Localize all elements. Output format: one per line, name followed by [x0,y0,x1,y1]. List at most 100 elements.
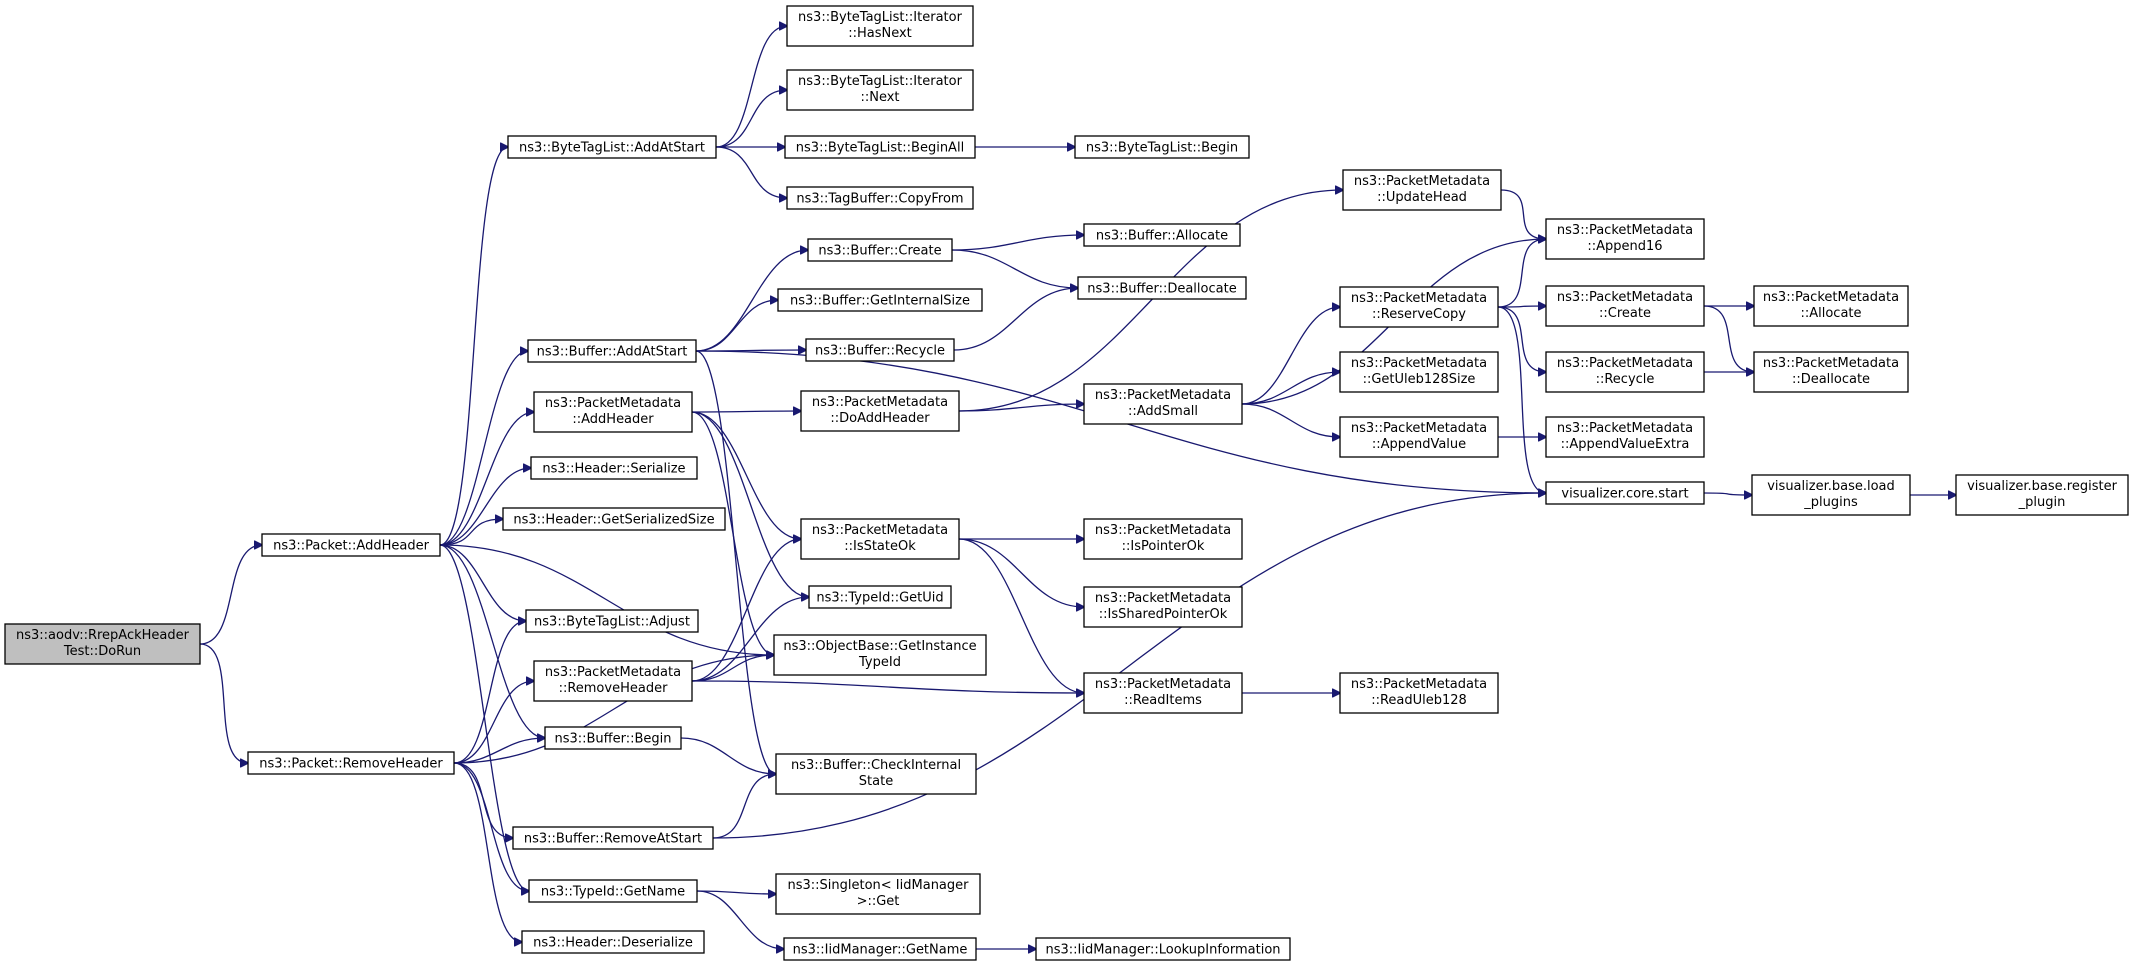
node-buf-allocate[interactable]: ns3::Buffer::Allocate [1083,223,1241,247]
node-label: State [859,774,893,789]
node-label: ns3::TypeId::GetUid [816,591,943,606]
node-label: ::HasNext [848,26,912,41]
edge-pm-doaddheader-to-pm-updatehead [958,190,1343,412]
node-box [512,826,714,850]
node-btl-adjust[interactable]: ns3::ByteTagList::Adjust [525,609,699,633]
node-btli-next[interactable]: ns3::ByteTagList::Iterator::Next [786,69,974,111]
node-pm-doaddheader[interactable]: ns3::PacketMetadata::DoAddHeader [800,390,960,432]
node-label: ns3::PacketMetadata [1763,290,1899,305]
node-label: ns3::PacketMetadata [1351,677,1487,692]
node-buf-begin[interactable]: ns3::Buffer::Begin [544,726,682,750]
node-hdr-serialize[interactable]: ns3::Header::Serialize [530,456,698,480]
node-label: ns3::Header::Deserialize [533,936,693,951]
node-label: ns3::Singleton< IidManager [787,878,969,893]
node-pm-isstateok[interactable]: ns3::PacketMetadata::IsStateOk [800,518,960,560]
node-label: ::UpdateHead [1377,190,1467,205]
node-label: ::ReserveCopy [1372,307,1466,322]
edge-addheader-to-hdr-serialize [439,468,531,546]
node-box [808,585,952,609]
node-box [1083,586,1243,628]
node-pm-ispointerok[interactable]: ns3::PacketMetadata::IsPointerOk [1083,518,1243,560]
node-box [533,391,693,433]
node-label: ::Recycle [1596,372,1655,387]
edge-removeheader-to-typeid-getname [453,762,529,891]
node-tagbuf-copyfrom[interactable]: ns3::TagBuffer::CopyFrom [786,186,974,210]
node-buf-deallocate[interactable]: ns3::Buffer::Deallocate [1077,276,1247,300]
node-label: ns3::Buffer::Deallocate [1087,282,1236,297]
node-label: visualizer.core.start [1561,487,1688,502]
node-buf-addatstart[interactable]: ns3::Buffer::AddAtStart [527,339,697,363]
node-label: ns3::Buffer::Recycle [815,344,945,359]
node-label: ns3::PacketMetadata [812,395,948,410]
node-pm-updatehead[interactable]: ns3::PacketMetadata::UpdateHead [1342,169,1502,211]
edge-pm-addheader-to-typeid-getuid [691,411,809,597]
edge-buf-create-to-buf-allocate [951,235,1084,251]
node-pm-reservecopy[interactable]: ns3::PacketMetadata::ReserveCopy [1339,286,1499,328]
node-label: ns3::PacketMetadata [1351,291,1487,306]
node-label: ns3::Buffer::Create [818,244,941,259]
node-label: ns3::PacketMetadata [545,665,681,680]
node-buf-create[interactable]: ns3::Buffer::Create [807,238,953,262]
node-typeid-getuid[interactable]: ns3::TypeId::GetUid [808,585,952,609]
node-pm-issharedpointerok[interactable]: ns3::PacketMetadata::IsSharedPointerOk [1083,586,1243,628]
edge-addheader-to-ob-getinstancetypeid [439,544,774,655]
node-box [1545,351,1705,393]
node-addheader[interactable]: ns3::Packet::AddHeader [261,533,441,557]
node-btl-addatstart[interactable]: ns3::ByteTagList::AddAtStart [507,135,717,159]
node-viz-base-register-plugin[interactable]: visualizer.base.register_plugin [1955,474,2129,516]
node-btl-begin[interactable]: ns3::ByteTagList::Begin [1074,135,1250,159]
node-box [1545,218,1705,260]
edge-pm-reservecopy-to-pm-append16 [1497,239,1546,308]
node-hdr-getsersize[interactable]: ns3::Header::GetSerializedSize [502,507,726,531]
node-viz-base-load-plugins[interactable]: visualizer.base.load_plugins [1751,474,1911,516]
node-buf-getinternalsize[interactable]: ns3::Buffer::GetInternalSize [777,288,983,312]
node-box [807,238,953,262]
node-pm-appendvalue[interactable]: ns3::PacketMetadata::AppendValue [1339,416,1499,458]
node-btl-beginall[interactable]: ns3::ByteTagList::BeginAll [784,135,976,159]
edge-removeheader-to-pm-removeheader [453,681,534,764]
node-buf-removeatstart[interactable]: ns3::Buffer::RemoveAtStart [512,826,714,850]
node-pm-appendvalueextra[interactable]: ns3::PacketMetadata::AppendValueExtra [1545,416,1705,458]
node-btli-hasnext[interactable]: ns3::ByteTagList::Iterator::HasNext [786,5,974,47]
node-pm-allocate[interactable]: ns3::PacketMetadata::Allocate [1753,285,1909,327]
node-singleton-get[interactable]: ns3::Singleton< IidManager >::Get [775,873,981,915]
node-box [1545,416,1705,458]
node-viz-core-start[interactable]: visualizer.core.start [1545,481,1705,505]
edge-btl-addatstart-to-tagbuf-copyfrom [715,146,787,198]
node-pm-readitems[interactable]: ns3::PacketMetadata::ReadItems [1083,672,1243,714]
edge-pm-addsmall-to-pm-reservecopy [1241,307,1340,405]
node-iid-getname[interactable]: ns3::IidManager::GetName [783,937,977,961]
node-removeheader[interactable]: ns3::Packet::RemoveHeader [247,751,455,775]
node-pm-addheader[interactable]: ns3::PacketMetadata::AddHeader [533,391,693,433]
node-label: ns3::Buffer::AddAtStart [537,345,688,360]
node-label: ns3::PacketMetadata [1095,591,1231,606]
node-label: ns3::Packet::RemoveHeader [259,757,443,772]
edge-pm-reservecopy-to-pm-create [1497,306,1546,307]
node-iid-lookupinformation[interactable]: ns3::IidManager::LookupInformation [1035,937,1291,961]
edge-pm-isstateok-to-pm-issharedpointerok [958,538,1084,607]
edge-pm-reservecopy-to-viz-core-start [1497,306,1546,493]
node-label: ns3::PacketMetadata [1095,523,1231,538]
node-label: ::AppendValueExtra [1561,437,1690,452]
node-box [786,69,974,111]
node-pm-getuleb128size[interactable]: ns3::PacketMetadata::GetUleb128Size [1339,351,1499,393]
node-pm-addsmall[interactable]: ns3::PacketMetadata::AddSmall [1083,383,1243,425]
node-label: ns3::ByteTagList::Begin [1086,141,1238,156]
node-pm-recycle[interactable]: ns3::PacketMetadata::Recycle [1545,351,1705,393]
node-box [800,390,960,432]
edge-addheader-to-btl-addatstart [439,147,508,546]
node-label: ::Allocate [1800,306,1861,321]
node-pm-deallocate[interactable]: ns3::PacketMetadata::Deallocate [1753,351,1909,393]
node-hdr-deserialize[interactable]: ns3::Header::Deserialize [521,930,705,954]
node-box [1545,481,1705,505]
node-pm-create[interactable]: ns3::PacketMetadata::Create [1545,285,1705,327]
node-pm-append16[interactable]: ns3::PacketMetadata::Append16 [1545,218,1705,260]
node-pm-removeheader[interactable]: ns3::PacketMetadata::RemoveHeader [533,660,693,702]
node-pm-readuleb128[interactable]: ns3::PacketMetadata::ReadUleb128 [1339,672,1499,714]
node-label: ::Deallocate [1792,372,1870,387]
node-buf-recycle[interactable]: ns3::Buffer::Recycle [805,338,955,362]
node-typeid-getname[interactable]: ns3::TypeId::GetName [528,879,698,903]
